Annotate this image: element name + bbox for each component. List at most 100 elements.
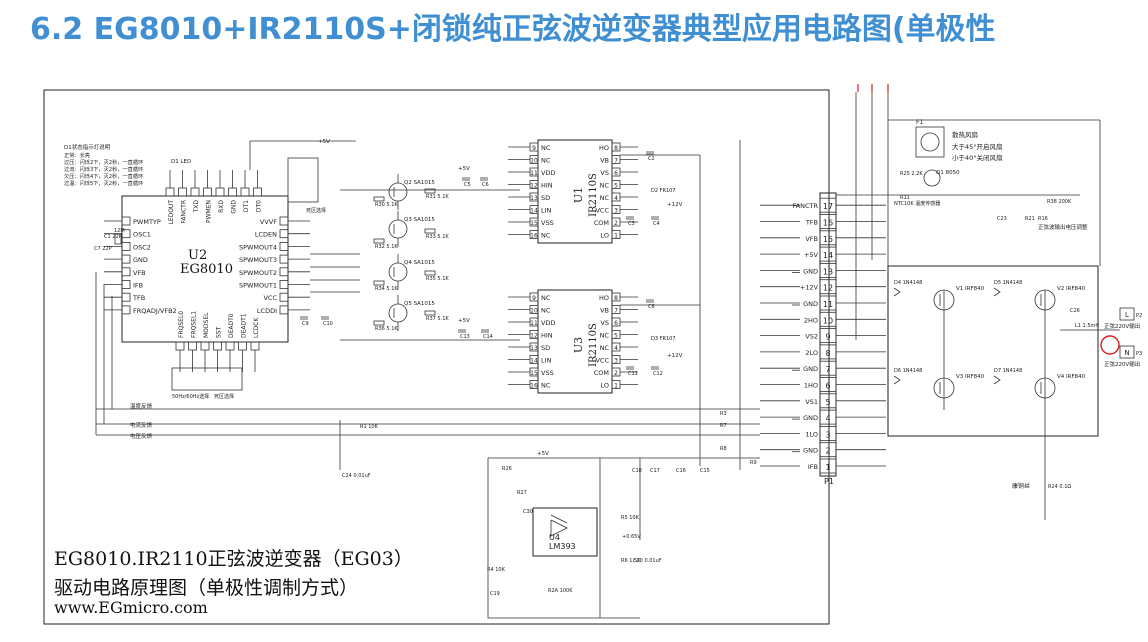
u3-body [537, 289, 613, 394]
p1-num-8: 9 [825, 333, 830, 342]
r7-label: R7 [720, 423, 727, 429]
transistor-q3-label: Q3 SA1015 [404, 217, 435, 223]
c7-label: C7 22P [94, 246, 112, 252]
u2-part: EG8010 [180, 262, 233, 277]
u2-pin-right-3: SPWMOUT3 [239, 256, 277, 264]
u4-part: LM393 [549, 542, 576, 551]
u1-pin-box [611, 205, 621, 214]
mosfet-v1 [933, 289, 955, 311]
u1-rpin-6: COM [594, 219, 609, 227]
u2-pin-top-2: TXD [193, 200, 200, 214]
f1-label: F1 [916, 119, 923, 126]
vcc-net-top: +5V [318, 139, 330, 145]
p3-label: P3 [1136, 351, 1142, 357]
p1-pin [819, 458, 837, 474]
mosfet-v4 [1034, 377, 1056, 399]
p1-num-4: 5 [825, 398, 830, 407]
c5-label: C5 [464, 182, 471, 188]
u3-lpin-5: LIN [541, 357, 552, 365]
caption-line2: 驱动电路原理图（单极性调制方式） [54, 577, 359, 599]
u1-pin-box [529, 205, 539, 214]
transistor-q1 [923, 169, 941, 187]
p1-pin [819, 344, 837, 360]
fan-note-2: 大于45°开启风扇 [952, 142, 1003, 151]
u1-rnum-2: 6 [614, 170, 618, 177]
page-title: 6.2 EG8010+IR2110S+闭锁纯正弦波逆变器典型应用电路图(单极性 [30, 12, 996, 47]
d7-symbol [993, 375, 1001, 385]
p1-num-2: 3 [825, 430, 830, 439]
u2-pin-box [279, 241, 289, 251]
p1-ref: P1 [824, 477, 834, 486]
fan-body [915, 126, 945, 158]
p1-pin [819, 393, 837, 409]
dead-sel-label: 死区选择 [306, 207, 326, 214]
u2-pin-right-2: SPWMOUT4 [239, 243, 277, 251]
r32-body [373, 238, 385, 244]
u1-lpin-3: HIN [541, 182, 553, 190]
u3-lpin-7: NC [541, 382, 551, 390]
p1-num-6: 7 [825, 365, 830, 374]
u2-pin-box [279, 267, 289, 277]
u2-pin-left-6: TFB [132, 294, 145, 302]
vcc-net-u3: +5V [458, 318, 470, 324]
u3-lnum-0: 9 [532, 295, 536, 302]
u4-opamp-b [550, 514, 568, 524]
p1-label-4: VS1 [805, 398, 818, 406]
r5-label: R5 10K [621, 515, 640, 521]
c26-label: C26 [1070, 308, 1080, 314]
u2-pin-left-0: PWMTYP [133, 218, 161, 226]
u1-lpin-2: VDD [541, 169, 555, 177]
c6-label: C6 [482, 182, 489, 188]
u3-lnum-7: 16 [530, 383, 538, 390]
u3-rnum-1: 7 [614, 308, 618, 315]
u2-pin-box [121, 292, 131, 302]
fan-note-3: 小于40°关闭风扇 [952, 153, 1003, 162]
u2-pin-left-1: OSC1 [133, 231, 151, 239]
u3-pin-box [529, 342, 539, 352]
p1-label-7: 2LO [805, 349, 818, 357]
out-adjust-label: 正弦波输出电压调整 [1038, 223, 1088, 231]
c30-label: C30 [523, 509, 533, 515]
u1-rpin-2: VS [600, 169, 609, 177]
r26-label: R26 [502, 466, 512, 472]
c9-label: C9 [302, 321, 309, 327]
u3-rnum-2: 6 [614, 320, 618, 327]
u1-pin-box [529, 180, 539, 189]
u1-lpin-6: VSS [541, 219, 554, 227]
shunt-label: 康铜丝 [1012, 482, 1030, 490]
transistor-q4 [388, 262, 408, 282]
u3-rpin-2: VS [600, 319, 609, 327]
r16-label: R16 [1038, 216, 1048, 222]
u2-pin-box [253, 187, 262, 197]
r6-label: R6 1.5K [621, 558, 641, 564]
d4-symbol [893, 287, 901, 297]
fan-icon [920, 132, 940, 152]
p1-label-1: GND [803, 447, 818, 455]
u3-lpin-4: SD [541, 344, 550, 352]
u1-pin-box [611, 192, 621, 202]
ntc-label: NTC10K 温度传感器 [894, 200, 940, 207]
sel-block [171, 367, 243, 391]
c3-label: C3 [628, 221, 635, 227]
u2-pin-bottom-1: FRQSEL1 [191, 311, 198, 338]
u2-pin-right-7: LCDDI [257, 307, 277, 315]
u3-lnum-2: 11 [530, 320, 538, 327]
dead-sel2-label: 死区选择 [214, 393, 234, 400]
u2-pin-top-3: PWMEN [206, 200, 213, 223]
u4-ref: U4 [549, 533, 560, 542]
pin-n-label: N [1124, 349, 1129, 357]
u3-rpin-3: NC [600, 332, 610, 340]
u2-pin-right-5: SPWMOUT1 [239, 282, 277, 290]
r4-label: R4 10K [487, 567, 506, 573]
mosfet-v2-label: V2 IRF840 [1057, 286, 1086, 292]
p1-pin [819, 409, 837, 425]
u1-lnum-1: 10 [530, 158, 538, 165]
c18-label: C18 [632, 468, 642, 474]
r25-label: R25 2.2K [900, 171, 923, 177]
u4-body [532, 507, 598, 557]
u3-rpin-7: LO [600, 382, 609, 390]
u2-pin-box [213, 341, 222, 351]
temp-fb-label: 温度反馈 [130, 402, 153, 410]
u2-pin-box [279, 229, 289, 239]
fan-note-1: 散热风扇 [952, 130, 978, 139]
